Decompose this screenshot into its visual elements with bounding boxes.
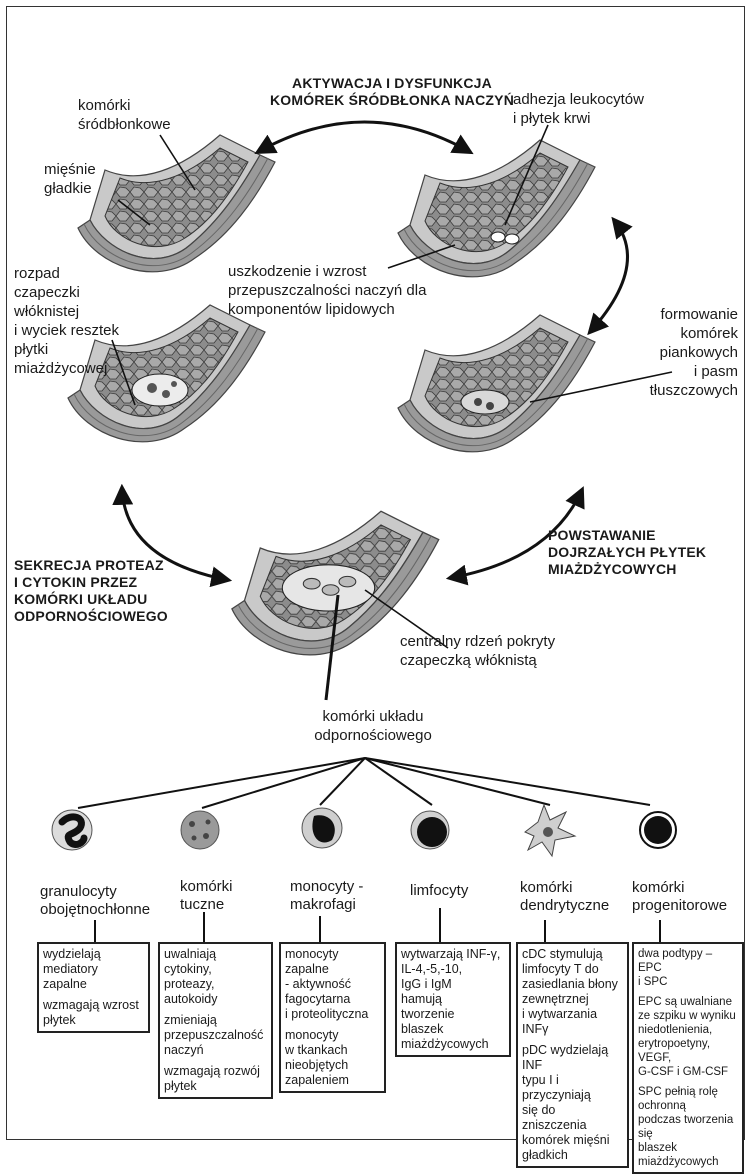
dendritic-cell-icon — [525, 805, 575, 856]
label-cap-rupture: rozpad czapeczki włóknistej i wyciek res… — [14, 264, 119, 378]
label-immune-cells: komórki układu odpornościowego — [298, 707, 448, 745]
info-box-mast: uwalniają cytokiny, proteazy, autokoidy … — [158, 942, 273, 1099]
info-line: cDC stymulują limfocyty T do zasiedlania… — [522, 947, 623, 1037]
info-box-progenitor: dwa podtypy – EPC i SPC EPC są uwalniane… — [632, 942, 744, 1174]
cell-name-lymphocytes: limfocyty — [410, 882, 468, 900]
info-box-neutrophils: wydzielają mediatory zapalne wzmagają wz… — [37, 942, 150, 1033]
cell-name-dendritic: komórki dendrytyczne — [520, 879, 609, 915]
vessel-middle-right — [398, 315, 595, 452]
info-line: monocyty zapalne - aktywność fagocytarna… — [285, 947, 380, 1022]
heading-endothelial-activation: AKTYWACJA I DYSFUNKCJA KOMÓREK ŚRÓDBŁONK… — [262, 75, 522, 109]
progenitor-cell-icon — [640, 812, 676, 848]
neutrophil-icon — [52, 810, 92, 850]
heading-protease-secretion: SEKRECJA PROTEAZ I CYTOKIN PRZEZ KOMÓRKI… — [14, 557, 214, 625]
arrow-top — [258, 122, 470, 152]
mast-cell-icon — [181, 811, 219, 849]
info-line: wytwarzają INF-γ, IL-4,-5,-10, IgG i IgM… — [401, 947, 505, 1052]
cell-name-progenitor: komórki progenitorowe — [632, 879, 727, 915]
info-line: wzmagają rozwój płytek — [164, 1064, 267, 1094]
vessel-top-left — [78, 135, 275, 272]
lymphocyte-icon — [411, 811, 449, 849]
info-line: wydzielają mediatory zapalne — [43, 947, 144, 992]
label-central-core: centralny rdzeń pokryty czapeczką włókni… — [400, 632, 555, 670]
info-line: uwalniają cytokiny, proteazy, autokoidy — [164, 947, 267, 1007]
info-line: monocyty w tkankach nieobjętych zapaleni… — [285, 1028, 380, 1088]
vessel-top-right — [398, 140, 595, 277]
info-box-lymphocytes: wytwarzają INF-γ, IL-4,-5,-10, IgG i IgM… — [395, 942, 511, 1057]
label-smooth-muscle: mięśnie gładkie — [44, 160, 96, 198]
info-box-dendritic: cDC stymulują limfocyty T do zasiedlania… — [516, 942, 629, 1168]
heading-mature-plaque: POWSTAWANIE DOJRZAŁYCH PŁYTEK MIAŻDŻYCOW… — [548, 527, 738, 578]
info-line: pDC wydzielają INF typu I i przyczyniają… — [522, 1043, 623, 1163]
info-line: zmieniają przepuszczalność naczyń — [164, 1013, 267, 1058]
label-foam-cells: formowanie komórek piankowych i pasm tłu… — [620, 305, 738, 400]
label-vessel-damage: uszkodzenie i wzrost przepuszczalności n… — [228, 262, 426, 319]
macrophage-icon — [302, 808, 342, 848]
info-line: SPC pełnią rolę ochronną podczas tworzen… — [638, 1085, 738, 1169]
info-line: wzmagają wzrost płytek — [43, 998, 144, 1028]
cell-name-macrophages: monocyty - makrofagi — [290, 878, 363, 914]
info-box-macrophages: monocyty zapalne - aktywność fagocytarna… — [279, 942, 386, 1093]
label-endothelial-cells: komórki śródbłonkowe — [78, 96, 171, 134]
cell-name-mast: komórki tuczne — [180, 878, 233, 914]
label-adhesion: adhezja leukocytów i płytek krwi — [513, 90, 644, 128]
info-line: EPC są uwalniane ze szpiku w wyniku nied… — [638, 995, 738, 1079]
cell-name-neutrophils: granulocyty obojętnochłonne — [40, 883, 150, 919]
info-line: dwa podtypy – EPC i SPC — [638, 947, 738, 989]
